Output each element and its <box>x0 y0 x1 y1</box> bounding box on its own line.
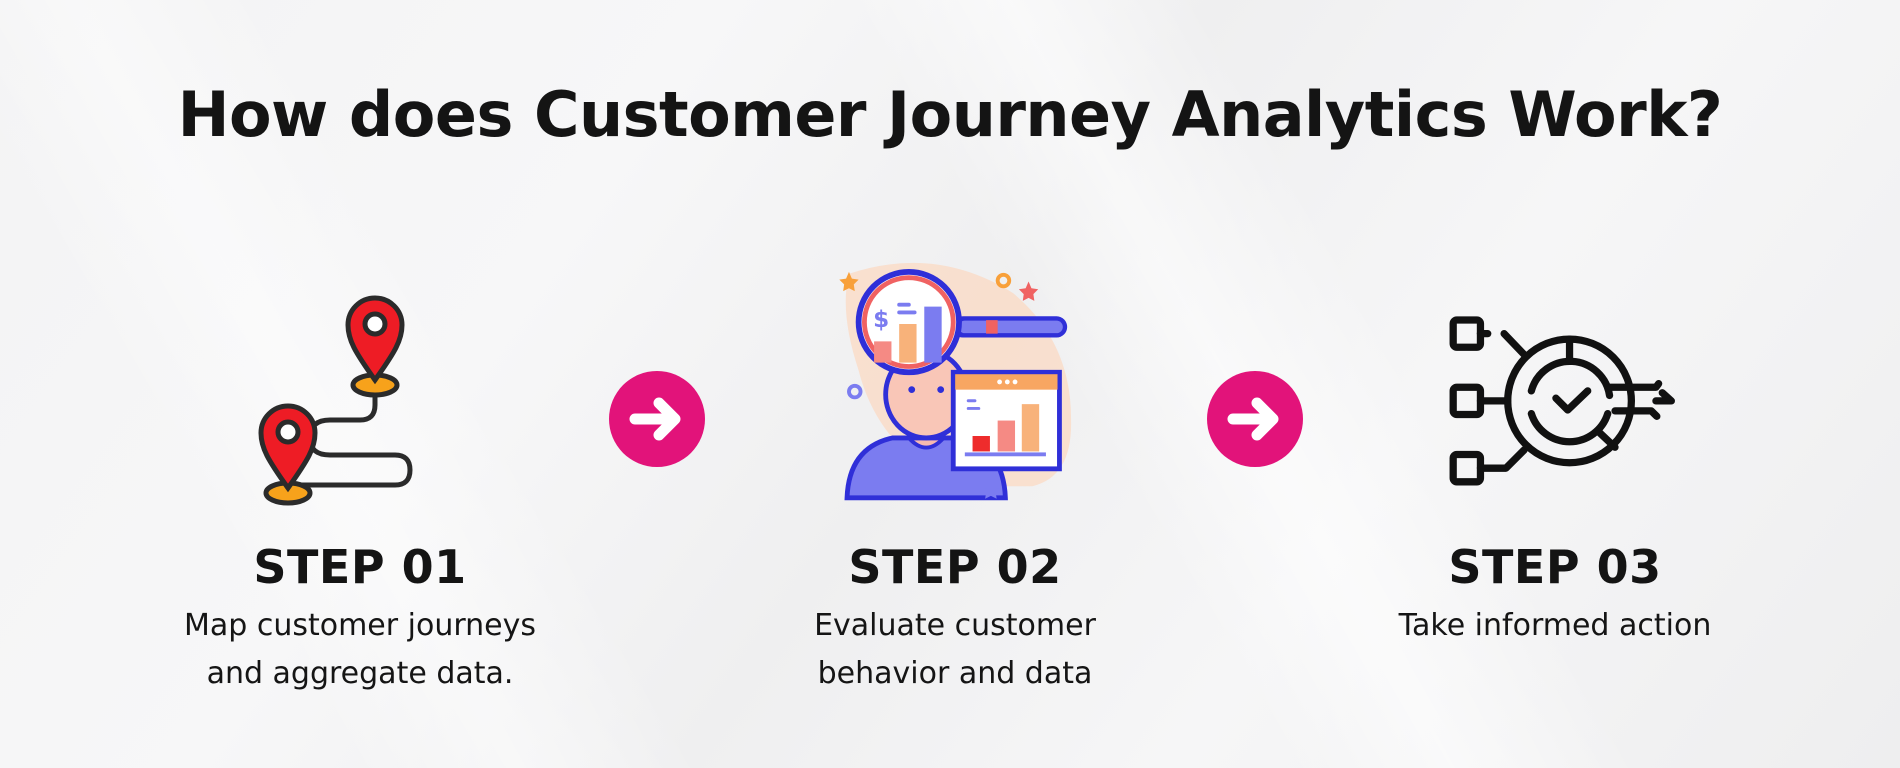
step-02-description-line2: behavior and data <box>817 656 1093 691</box>
step-03: STEP 03 Take informed action <box>1330 540 1780 650</box>
step-01-description-line2: and aggregate data. <box>206 656 514 691</box>
step-03-label: STEP 03 <box>1448 540 1662 594</box>
step-03-description-line1: Take informed action <box>1398 608 1712 643</box>
arrow-right-circle-icon <box>1207 371 1303 467</box>
analyst-magnifier-chart-icon: $ <box>820 250 1100 510</box>
step-01-label: STEP 01 <box>253 540 467 594</box>
step-02-label: STEP 02 <box>848 540 1062 594</box>
step-02: STEP 02 Evaluate customer behavior and d… <box>740 540 1170 698</box>
step-02-description-line1: Evaluate customer <box>814 608 1096 643</box>
step-01-description: Map customer journeys and aggregate data… <box>115 602 605 698</box>
arrow-right-circle-icon <box>609 371 705 467</box>
step-02-description: Evaluate customer behavior and data <box>740 602 1170 698</box>
map-route-pins-icon <box>250 290 480 510</box>
step-01-description-line1: Map customer journeys <box>183 608 537 643</box>
page-title: How does Customer Journey Analytics Work… <box>177 78 1723 151</box>
step-01: STEP 01 Map customer journeys and aggreg… <box>115 540 605 698</box>
svg-text:$: $ <box>873 306 889 333</box>
decision-check-flow-icon <box>1430 300 1700 500</box>
step-03-description: Take informed action <box>1330 602 1780 650</box>
